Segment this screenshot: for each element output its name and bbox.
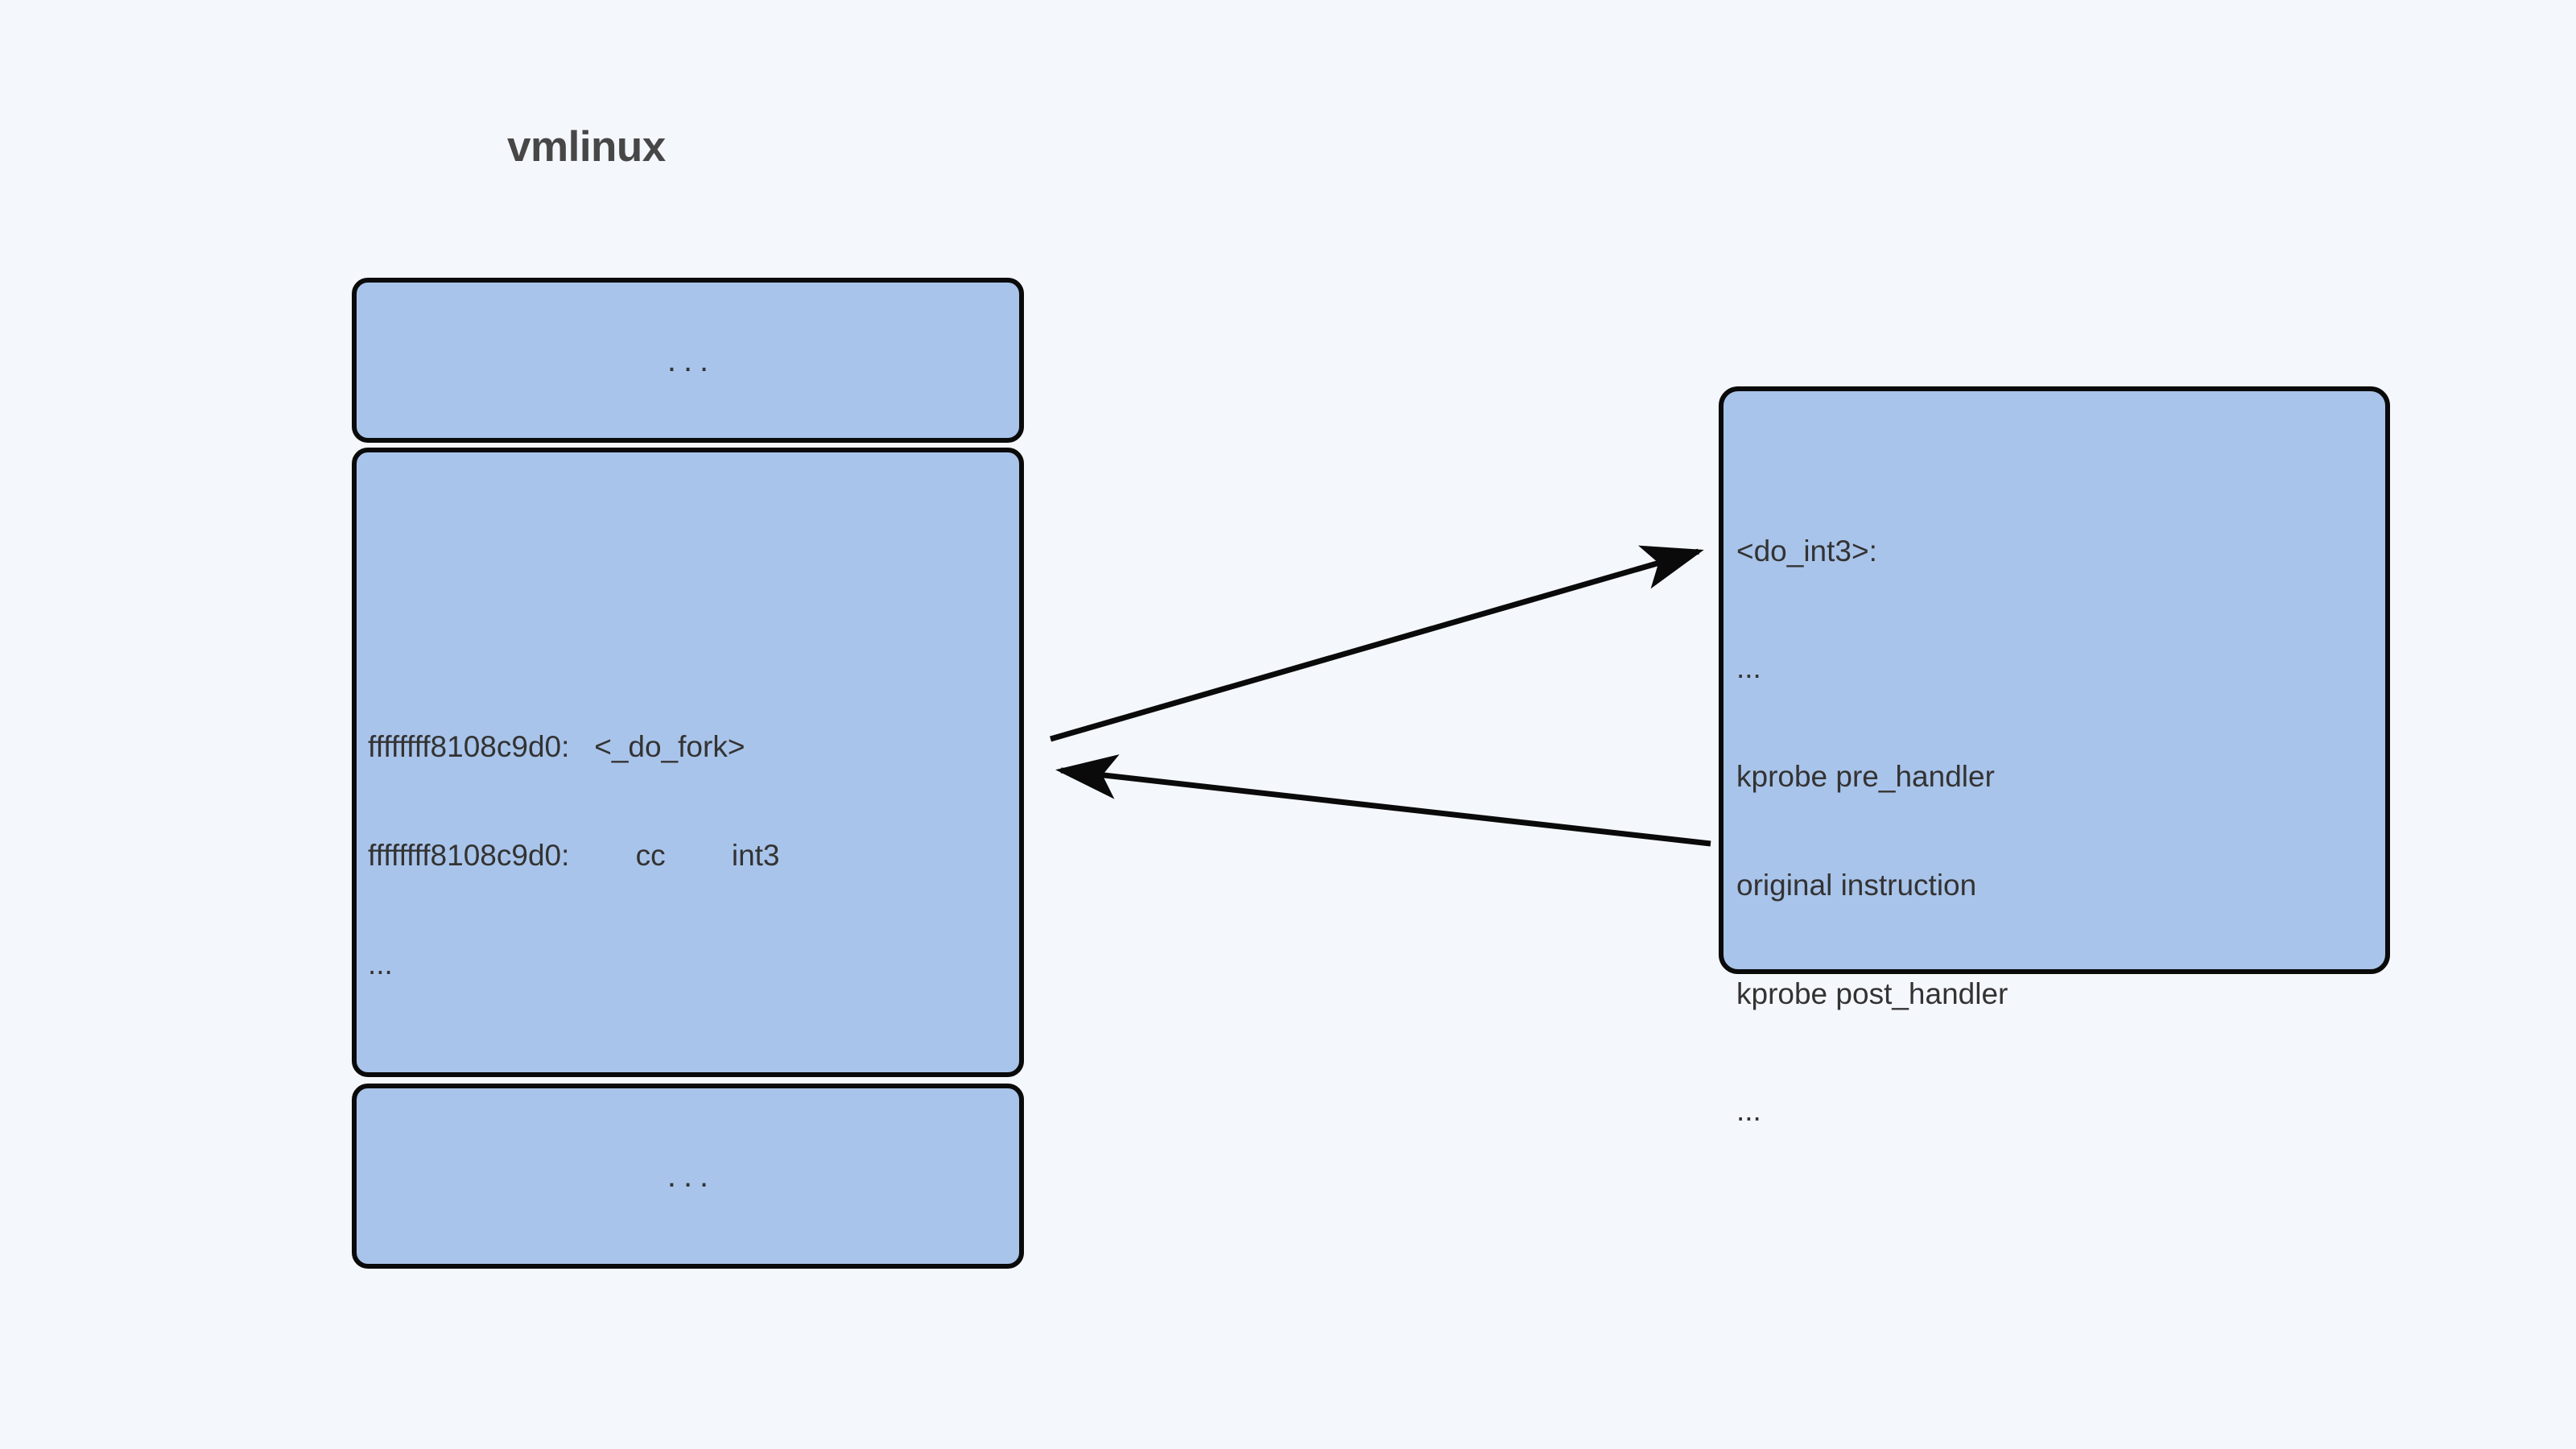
vmlinux-top-ellipsis: ... bbox=[667, 342, 716, 378]
handler-line-ellipsis-bottom: ... bbox=[1736, 1094, 1761, 1127]
handler-line-ellipsis-top: ... bbox=[1736, 651, 1761, 684]
arrow-handler-to-code bbox=[1055, 754, 1711, 847]
handler-line-label: <do_int3>: bbox=[1736, 535, 1877, 568]
vmlinux-bottom-segment-box: ... bbox=[352, 1084, 1024, 1269]
do-int3-handler-text: <do_int3>: ... kprobe pre_handler origin… bbox=[1736, 460, 2008, 1201]
disasm-line-ellipsis: ... bbox=[368, 947, 393, 980]
vmlinux-disassembly-text: ffffffff8108c9d0: <_do_fork> ffffffff810… bbox=[368, 656, 780, 1055]
page-title: vmlinux bbox=[507, 123, 666, 171]
disasm-line-int3: ffffffff8108c9d0: cc int3 bbox=[368, 839, 780, 872]
handler-line-original-instruction: original instruction bbox=[1736, 869, 1977, 902]
disasm-line-symbol: ffffffff8108c9d0: <_do_fork> bbox=[368, 730, 745, 763]
vmlinux-top-segment-box: ... bbox=[352, 278, 1024, 443]
arrow-trap-to-handler bbox=[1050, 545, 1704, 742]
vmlinux-probed-function-box: ffffffff8108c9d0: <_do_fork> ffffffff810… bbox=[352, 448, 1024, 1077]
handler-line-post-handler: kprobe post_handler bbox=[1736, 977, 2008, 1010]
vmlinux-bottom-ellipsis: ... bbox=[667, 1158, 716, 1194]
do-int3-handler-box: <do_int3>: ... kprobe pre_handler origin… bbox=[1719, 386, 2390, 1127]
handler-line-pre-handler: kprobe pre_handler bbox=[1736, 760, 1995, 793]
